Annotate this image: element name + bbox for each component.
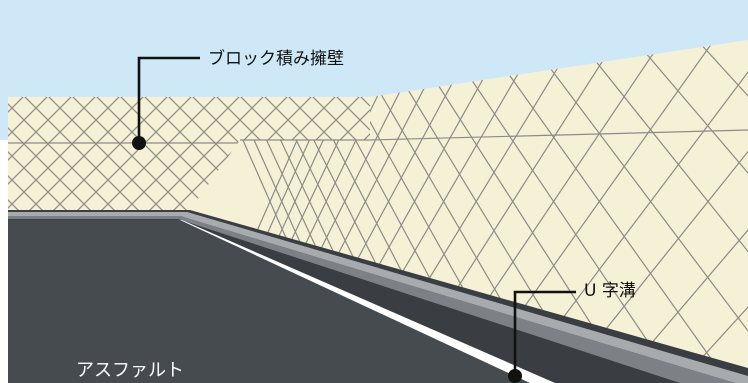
callout-wall <box>132 56 200 150</box>
label-u-ditch: U 字溝 <box>584 281 636 301</box>
label-block-retaining-wall: ブロック積み擁壁 <box>208 49 344 69</box>
black-dot-icon <box>508 369 522 383</box>
u-ditch-channel <box>8 216 735 383</box>
road <box>8 210 748 383</box>
asphalt-surface <box>8 220 530 383</box>
label-asphalt: アスファルト <box>76 360 184 381</box>
black-dot-icon <box>132 136 146 150</box>
callout-ditch <box>508 290 576 383</box>
